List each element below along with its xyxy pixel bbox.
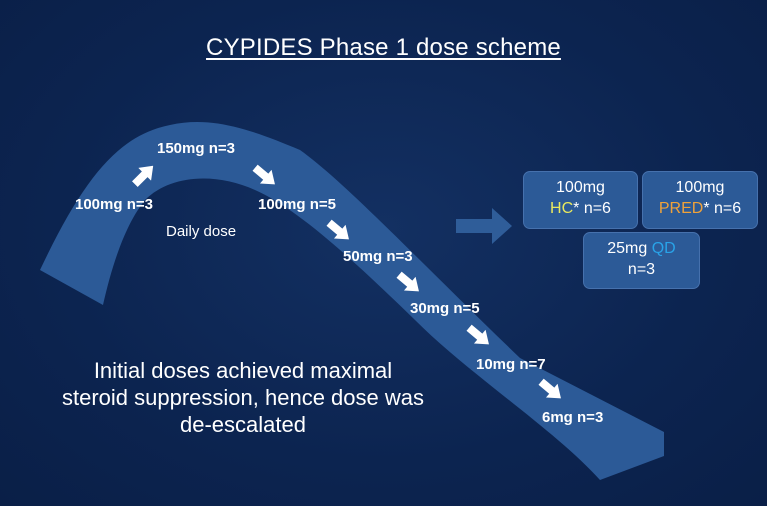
dose-label-2: 150mg n=3 bbox=[157, 140, 235, 157]
step-down-arrow-icon-4 bbox=[466, 324, 489, 345]
hc-box-n: * n=6 bbox=[573, 200, 611, 217]
pred-box-detail: PRED* n=6 bbox=[643, 198, 757, 219]
dose-label-6: 10mg n=7 bbox=[476, 356, 546, 373]
hc-box-detail: HC* n=6 bbox=[524, 198, 637, 219]
dose-label-5: 30mg n=5 bbox=[410, 300, 480, 317]
hc-box-dose: 100mg bbox=[556, 179, 605, 196]
qd-box-dose: 25mg bbox=[607, 240, 648, 257]
pred-box-n: * n=6 bbox=[703, 200, 742, 217]
right-block-arrow bbox=[456, 208, 512, 244]
dose-label-4: 50mg n=3 bbox=[343, 248, 413, 265]
qd-box-n: n=3 bbox=[627, 261, 656, 278]
dose-label-7: 6mg n=3 bbox=[542, 409, 604, 426]
step-down-arrow-icon-2 bbox=[326, 219, 349, 240]
daily-dose-label: Daily dose bbox=[166, 223, 237, 240]
hc-drug-label: HC bbox=[550, 200, 574, 217]
pred-drug-label: PRED bbox=[658, 200, 704, 217]
step-down-arrow-icon-3 bbox=[396, 271, 419, 292]
curved-band bbox=[40, 121, 664, 480]
qd-box-dose-line: 25mg QD bbox=[584, 238, 699, 259]
step-down-arrow-icon-1 bbox=[252, 164, 275, 185]
step-down-arrow-icon-5 bbox=[538, 378, 561, 399]
slide-title: CYPIDES Phase 1 dose scheme bbox=[206, 34, 561, 61]
step-up-arrow-icon bbox=[131, 165, 154, 188]
de-escalation-note: Initial doses achieved maximal steroid s… bbox=[62, 358, 424, 437]
dose-label-1: 100mg n=3 bbox=[75, 196, 153, 213]
hc-combination-box: 100mg HC* n=6 bbox=[523, 171, 638, 229]
dose-label-3: 100mg n=5 bbox=[258, 196, 336, 213]
qd-drug-label: QD bbox=[651, 240, 676, 257]
pred-box-dose: 100mg bbox=[675, 179, 725, 196]
qd-combination-box: 25mg QD n=3 bbox=[583, 232, 700, 289]
pred-combination-box: 100mg PRED* n=6 bbox=[642, 171, 758, 229]
